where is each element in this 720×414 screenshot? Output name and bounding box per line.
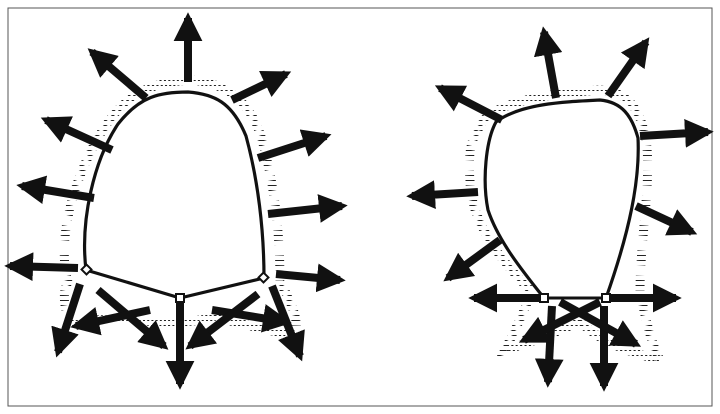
right-arrow-10 (548, 306, 552, 382)
right-arrow-4 (640, 132, 708, 136)
left-arrow-6 (22, 186, 94, 198)
right-arrow-7 (448, 240, 500, 278)
right-arrow-2 (608, 42, 646, 96)
right-arrow-5 (412, 192, 478, 196)
left-arrow-8 (10, 266, 78, 268)
right-node-2 (602, 294, 610, 302)
left-node-3 (259, 273, 269, 283)
left-arrow-7 (268, 206, 342, 214)
left-node-2 (176, 294, 184, 302)
left-arrow-15 (190, 294, 258, 346)
right-node-1 (540, 294, 548, 302)
right-arrow-3 (440, 88, 502, 120)
left-arrow-9 (276, 274, 340, 280)
left-node-1 (82, 265, 92, 275)
right-shape-group (412, 32, 708, 386)
left-arrow-2 (92, 52, 146, 98)
left-arrow-3 (232, 74, 286, 100)
left-shape-group (10, 18, 342, 384)
right-arrow-1 (544, 32, 556, 98)
